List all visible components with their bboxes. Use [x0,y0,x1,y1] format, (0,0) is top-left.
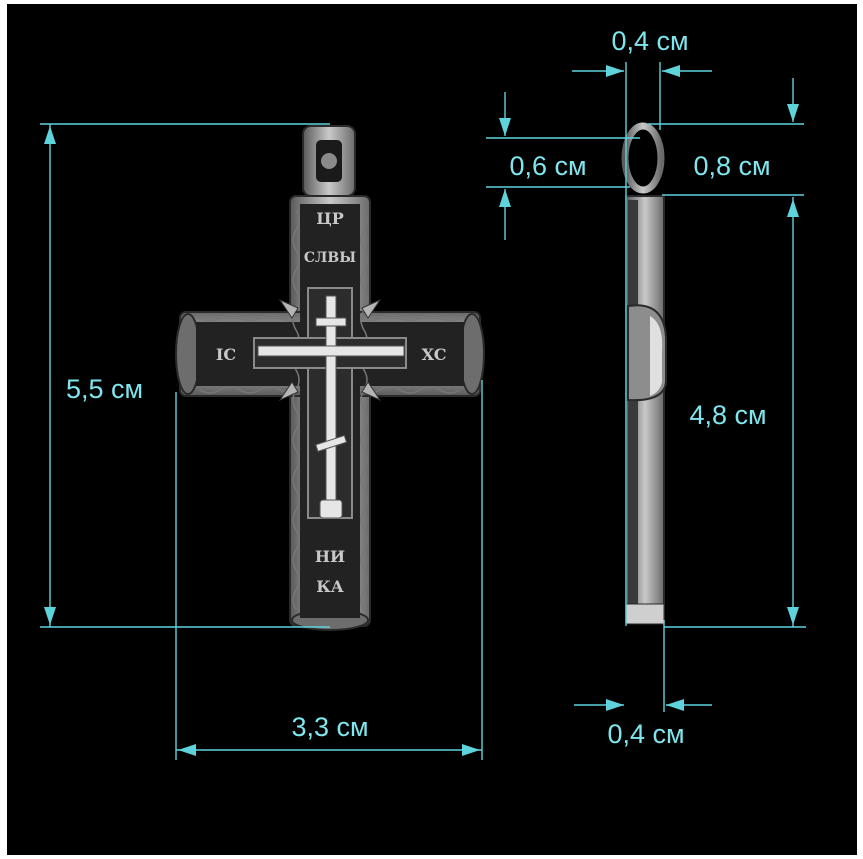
cross-front-view: ЦР СЛВЫ IC XC НИ КА [175,125,485,631]
inscription-left-arm: IC [216,345,236,364]
orthodox-cross-relief [257,295,405,519]
inscription-bottom-line2: КА [316,577,344,596]
dimension-lines [40,62,806,760]
side-bail-loop [621,122,665,194]
inscription-bottom-line1: НИ [315,547,345,566]
inscription-top-line2: СЛВЫ [304,250,356,266]
label-height-total: 5,5 см [66,374,143,404]
label-bail-depth: 0,8 см [693,151,770,181]
dimension-labels: 5,5 см 3,3 см 0,4 см 0,6 см 0,8 см 4,8 с… [66,26,771,749]
inscription-right-arm: XC [422,345,447,364]
label-thickness-bottom: 0,4 см [607,719,684,749]
cross-side-view [621,122,668,625]
label-bail-height: 0,6 см [509,151,586,181]
background-panel [7,4,857,855]
label-bail-width-top: 0,4 см [611,26,688,56]
label-width-total: 3,3 см [291,712,368,742]
label-body-height: 4,8 см [689,400,766,430]
inscription-top-line1: ЦР [316,209,344,228]
